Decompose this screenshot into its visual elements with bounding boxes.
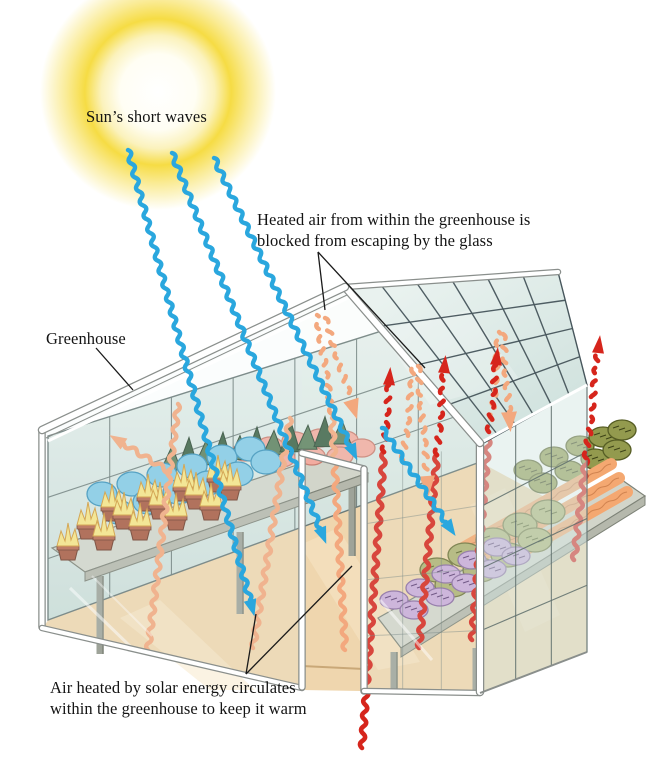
long-wave-2-arrow bbox=[414, 452, 441, 651]
sun-ray-arrows bbox=[125, 147, 456, 617]
air-circulation-label-line2: within the greenhouse to keep it warm bbox=[50, 699, 307, 719]
heated-air-deflect-3b-arrow-dashed bbox=[499, 331, 514, 415]
potted-yellow-plants bbox=[56, 454, 242, 561]
air-circulation-label: Air heated by solar energy circulates wi… bbox=[50, 677, 380, 720]
sun bbox=[40, 0, 276, 210]
roof-grid bbox=[378, 274, 580, 436]
heated-air-2-arrow bbox=[143, 401, 183, 653]
long-wave-3-arrow-dashed bbox=[484, 362, 500, 435]
long-wave-1-arrow bbox=[357, 449, 388, 751]
long-wave-2-arrow-dashed bbox=[432, 370, 448, 458]
heated-air-deflect-2a-arrow-dashed bbox=[398, 363, 418, 463]
blocked-heat-label: Heated air from within the greenhouse is… bbox=[257, 209, 609, 252]
air-circulation-label-line1: Air heated by solar energy circulates bbox=[50, 678, 296, 697]
heated-air-deflect-1b-arrow-dashed bbox=[322, 315, 354, 403]
heated-air-deflect-2b-arrow-dashed bbox=[414, 363, 432, 479]
sun-short-waves-label: Sun’s short waves bbox=[86, 107, 207, 126]
blocked-heat-label-line1: Heated air from within the greenhouse is bbox=[257, 210, 531, 229]
short-wave-2-arrow bbox=[169, 150, 323, 531]
roof bbox=[37, 268, 588, 448]
short-wave-3-arrow bbox=[211, 155, 353, 448]
short-wave-4-arrow bbox=[379, 425, 449, 525]
short-wave-1-arrow bbox=[125, 147, 254, 603]
deflected-arrows bbox=[314, 312, 604, 496]
heated-air-4-arrow bbox=[328, 415, 349, 653]
greenhouse-label: Greenhouse bbox=[46, 329, 126, 348]
long-wave-4-arrow-dashed bbox=[581, 350, 602, 461]
front-gable-glass bbox=[42, 287, 481, 693]
left-bench bbox=[50, 415, 376, 654]
heated-air-1-arrow bbox=[121, 441, 173, 475]
leader-lines bbox=[95, 251, 426, 675]
heated-air-3-arrow bbox=[249, 415, 294, 651]
sun-glow bbox=[40, 0, 276, 210]
front-frame bbox=[38, 426, 588, 697]
blocked-heat-label-line2: blocked from escaping by the glass bbox=[257, 231, 493, 251]
